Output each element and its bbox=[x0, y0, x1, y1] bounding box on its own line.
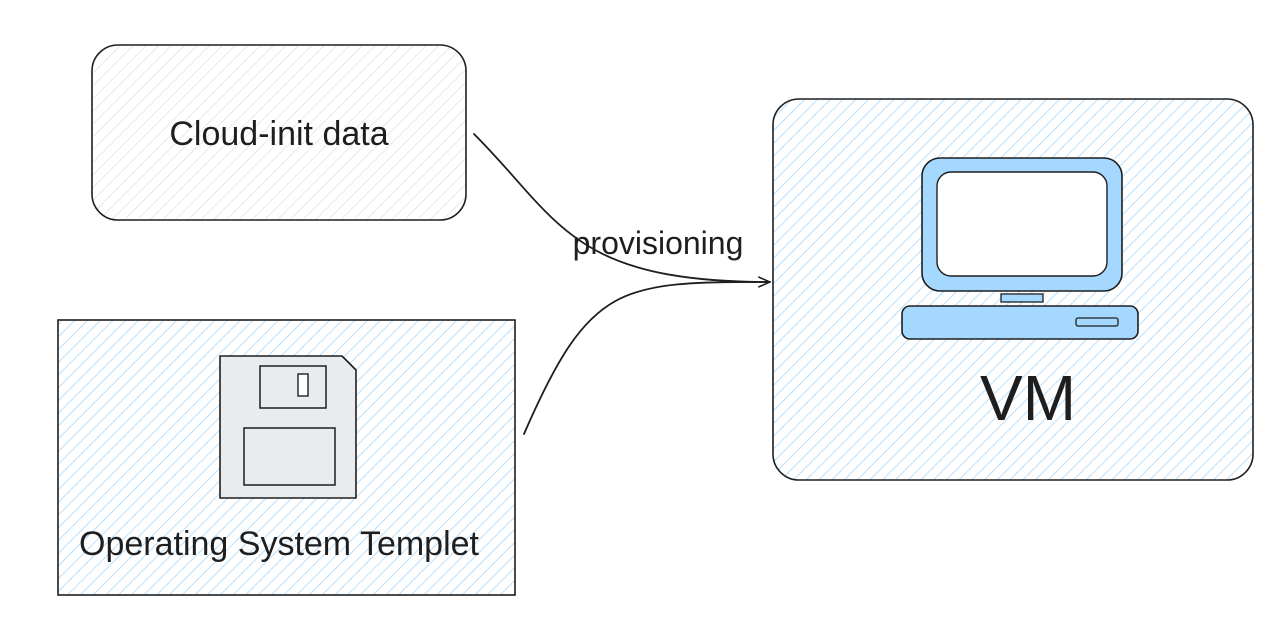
os-template-node[interactable]: Operating System Templet bbox=[57, 319, 516, 596]
cloud-init-label: Cloud-init data bbox=[169, 115, 388, 153]
cloud-init-box bbox=[91, 44, 467, 221]
os-template-label: Operating System Templet bbox=[79, 525, 480, 563]
provisioning-label: provisioning bbox=[573, 225, 744, 261]
provisioning-edge[interactable]: provisioning bbox=[473, 133, 771, 435]
arrow-os-template-to-vm bbox=[523, 276, 771, 435]
vm-node[interactable]: VM bbox=[772, 98, 1254, 481]
computer-icon bbox=[901, 157, 1139, 340]
vm-label: VM bbox=[980, 362, 1076, 434]
floppy-disk-icon bbox=[219, 355, 357, 499]
arrow-cloud-init-to-vm bbox=[473, 133, 771, 288]
cloud-init-node[interactable]: Cloud-init data bbox=[91, 44, 467, 221]
